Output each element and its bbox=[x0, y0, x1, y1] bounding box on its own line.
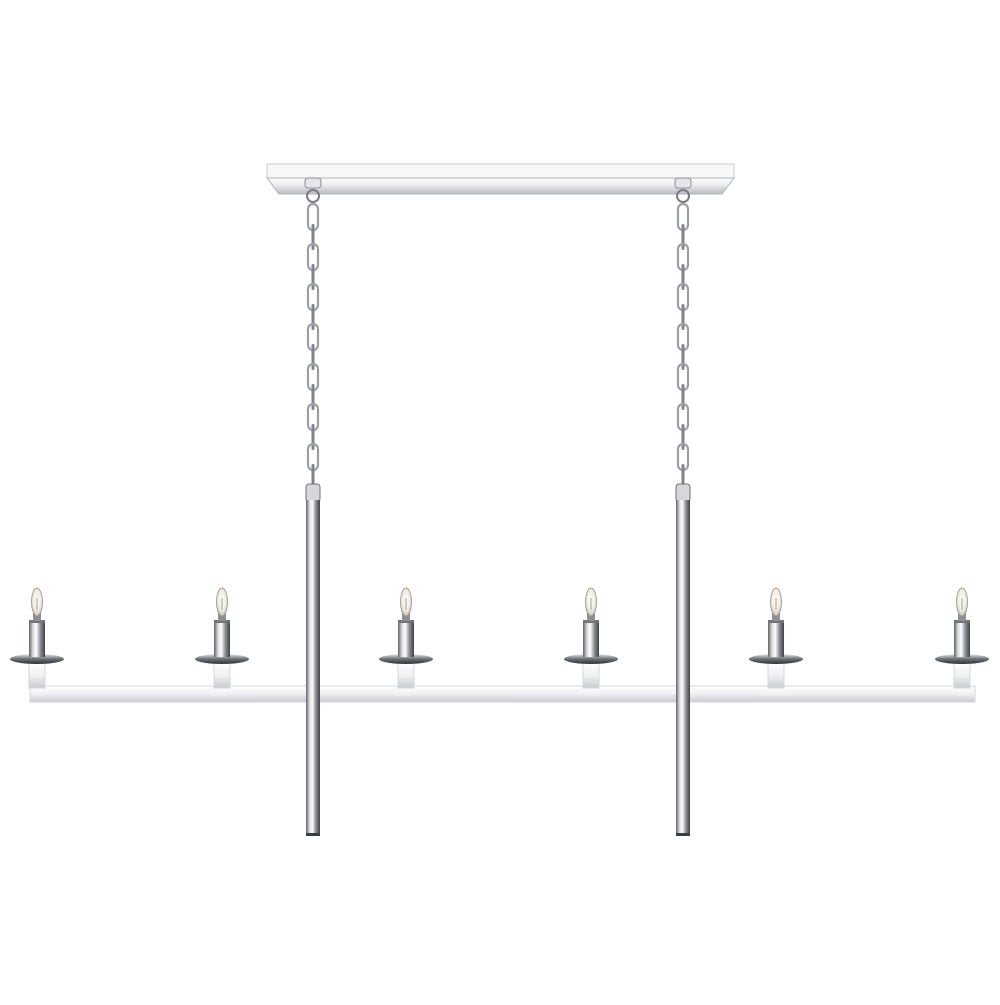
rod-overlap bbox=[306, 684, 320, 704]
candle-6 bbox=[935, 587, 989, 689]
candle-sleeve bbox=[768, 622, 784, 657]
hook-ring bbox=[306, 189, 320, 203]
vertical-rod bbox=[306, 500, 320, 835]
chain-link bbox=[681, 304, 685, 330]
chain-link bbox=[311, 224, 315, 250]
bobeche-cup bbox=[935, 654, 989, 664]
chain-link bbox=[311, 424, 315, 450]
canopy-hook bbox=[674, 177, 692, 189]
bulb-base bbox=[218, 612, 226, 621]
candle-riser bbox=[397, 662, 415, 689]
rod-connector bbox=[675, 483, 691, 503]
bulb-base bbox=[587, 612, 595, 621]
bobeche-cup bbox=[749, 654, 803, 664]
bulb-base bbox=[958, 612, 966, 621]
horizontal-arm bbox=[29, 685, 976, 703]
chain-link bbox=[311, 304, 315, 330]
candle-4 bbox=[564, 587, 618, 689]
canopy-hook bbox=[304, 177, 322, 189]
sleeve-rim bbox=[29, 620, 45, 623]
bobeche-cup bbox=[195, 654, 249, 664]
sleeve-rim bbox=[768, 620, 784, 623]
vertical-rod bbox=[676, 500, 690, 835]
candle-riser bbox=[767, 662, 785, 689]
chain-link bbox=[311, 384, 315, 410]
bobeche-cup bbox=[10, 654, 64, 664]
candle-1 bbox=[10, 587, 64, 689]
candle-5 bbox=[749, 587, 803, 689]
bulb-base bbox=[402, 612, 410, 621]
hook-ring bbox=[676, 189, 690, 203]
chain bbox=[676, 202, 690, 490]
chain-link bbox=[311, 264, 315, 290]
rod-end bbox=[306, 833, 320, 836]
rod-connector bbox=[305, 483, 321, 503]
chain-link bbox=[681, 424, 685, 450]
sleeve-rim bbox=[398, 620, 414, 623]
candle-sleeve bbox=[29, 622, 45, 657]
sleeve-rim bbox=[214, 620, 230, 623]
suspension-2 bbox=[674, 177, 692, 836]
rod-end bbox=[676, 833, 690, 836]
bobeche-cup bbox=[379, 654, 433, 664]
candle-3 bbox=[379, 587, 433, 689]
rod-overlap bbox=[676, 684, 690, 704]
candle-riser bbox=[582, 662, 600, 689]
chain bbox=[306, 202, 320, 490]
chain-link bbox=[681, 384, 685, 410]
candle-sleeve bbox=[398, 622, 414, 657]
chain-link bbox=[681, 344, 685, 370]
chain-link bbox=[311, 344, 315, 370]
bulb-base bbox=[33, 612, 41, 621]
candle-2 bbox=[195, 587, 249, 689]
sleeve-rim bbox=[954, 620, 970, 623]
chain-link bbox=[681, 264, 685, 290]
canopy-top bbox=[266, 163, 735, 179]
bobeche-cup bbox=[564, 654, 618, 664]
candle-riser bbox=[953, 662, 971, 689]
suspension-1 bbox=[304, 177, 322, 836]
candle-sleeve bbox=[583, 622, 599, 657]
candle-sleeve bbox=[214, 622, 230, 657]
chain-link bbox=[681, 224, 685, 250]
candle-sleeve bbox=[954, 622, 970, 657]
sleeve-rim bbox=[583, 620, 599, 623]
bulb-base bbox=[772, 612, 780, 621]
candle-riser bbox=[28, 662, 46, 689]
canopy-plate bbox=[266, 177, 735, 195]
candle-riser bbox=[213, 662, 231, 689]
